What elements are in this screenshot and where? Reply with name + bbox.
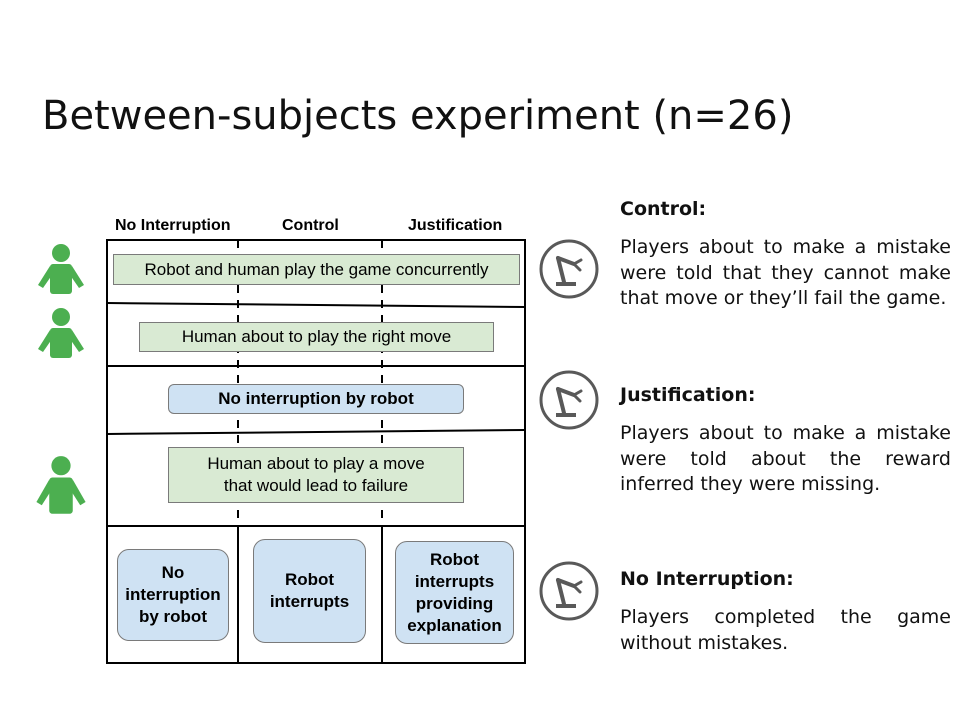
condition-heading: Control: — [620, 198, 707, 220]
column-header-justification: Justification — [408, 217, 503, 234]
outcome-robot-interrupts: Robot interrupts — [253, 539, 366, 643]
person-icon — [38, 308, 84, 358]
condition-heading: No Interruption: — [620, 568, 794, 590]
column-header-no-interruption: No Interruption — [115, 217, 231, 234]
column-header-control: Control — [282, 217, 339, 234]
person-icon — [36, 456, 86, 514]
condition-no-interruption: No Interruption: Players completed the g… — [620, 567, 951, 656]
row-failure-move: Human about to play a move that would le… — [168, 447, 464, 503]
row-concurrent-play: Robot and human play the game concurrent… — [113, 254, 520, 285]
condition-control: Control: Players about to make a mistake… — [620, 197, 951, 312]
row-no-interruption: No interruption by robot — [168, 384, 464, 414]
slide-title: Between-subjects experiment (n=26) — [42, 93, 794, 139]
person-icon — [38, 244, 84, 294]
outcome-no-interruption: No interruption by robot — [117, 549, 229, 641]
robot-arm-icon — [539, 561, 599, 621]
outcome-robot-explains: Robot interrupts providing explanation — [395, 541, 514, 644]
condition-description: Players about to make a mistake were tol… — [620, 422, 951, 495]
condition-heading: Justification: — [620, 384, 756, 406]
robot-arm-icon — [539, 370, 599, 430]
condition-description: Players completed the game without mista… — [620, 606, 951, 654]
condition-justification: Justification: Players about to make a m… — [620, 383, 951, 498]
robot-arm-icon — [539, 239, 599, 299]
condition-description: Players about to make a mistake were tol… — [620, 236, 951, 309]
row-right-move: Human about to play the right move — [139, 322, 494, 352]
